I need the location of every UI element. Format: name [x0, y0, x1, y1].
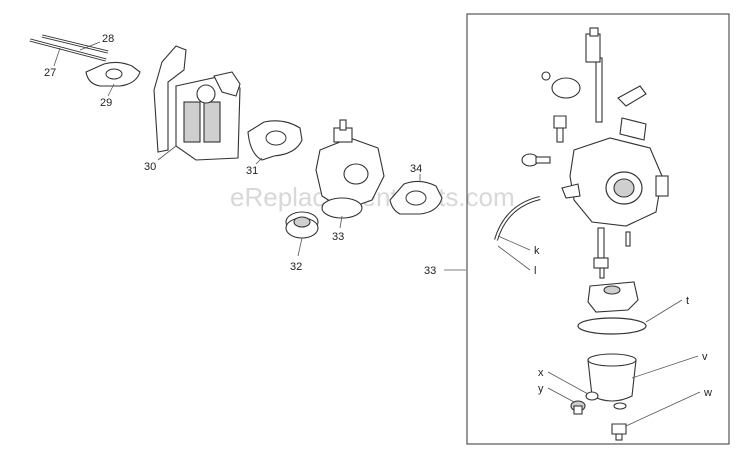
callout-30: 30 [144, 161, 156, 173]
callout-v: v [702, 351, 708, 363]
part-29-gasket[interactable] [85, 61, 141, 87]
detail-carburetor-body[interactable] [561, 137, 669, 227]
detail-float[interactable] [587, 281, 639, 313]
part-27-28-studs[interactable] [29, 34, 109, 62]
callout-28: 28 [102, 33, 114, 45]
leader-31 [255, 157, 263, 165]
leader-v [631, 355, 699, 379]
leader-w [625, 391, 701, 427]
detail-throttle-plate[interactable] [619, 117, 647, 141]
carburetor-detail-frame [466, 13, 730, 445]
callout-32: 32 [290, 261, 302, 273]
part-30-insulator-bracket[interactable] [153, 45, 241, 161]
callout-33-detail: 33 [424, 265, 436, 277]
part-32-bowl-drain[interactable] [285, 211, 319, 239]
leader-30 [157, 145, 177, 161]
detail-bowl-bolt[interactable] [611, 423, 627, 441]
part-31-gasket[interactable] [247, 120, 303, 161]
detail-float-bowl[interactable] [587, 353, 637, 402]
callout-34: 34 [410, 163, 422, 175]
leader-32 [297, 237, 303, 257]
callout-x: x [538, 367, 544, 379]
detail-idle-screw[interactable] [521, 115, 567, 167]
leader-33-small [339, 215, 343, 229]
callout-y: y [538, 383, 544, 395]
callout-31: 31 [246, 165, 258, 177]
detail-main-jet[interactable] [593, 227, 631, 279]
callout-t: t [686, 295, 689, 307]
detail-choke-plate[interactable] [541, 71, 581, 99]
leader-28 [79, 41, 101, 51]
leader-29 [107, 83, 115, 97]
part-33-carburetor-assembly[interactable] [315, 119, 385, 219]
detail-bowl-gasket[interactable] [577, 317, 647, 335]
leader-l [497, 245, 531, 271]
part-34-gasket[interactable] [389, 180, 443, 215]
callout-w: w [703, 387, 712, 399]
callout-l: l [534, 265, 536, 277]
leader-y [547, 387, 575, 403]
leader-t [645, 299, 683, 323]
detail-washer[interactable] [585, 391, 599, 401]
detail-drain-screw[interactable] [570, 400, 586, 415]
callout-27: 27 [44, 67, 56, 79]
leader-x [547, 371, 589, 395]
callout-k: k [534, 245, 540, 257]
leader-k [497, 235, 531, 251]
callout-29: 29 [100, 97, 112, 109]
detail-choke-shaft[interactable] [585, 27, 647, 123]
callout-33-small: 33 [332, 231, 344, 243]
leader-27 [53, 47, 61, 67]
detail-o-ring[interactable] [613, 402, 627, 410]
detail-fuel-tube[interactable] [494, 196, 541, 241]
